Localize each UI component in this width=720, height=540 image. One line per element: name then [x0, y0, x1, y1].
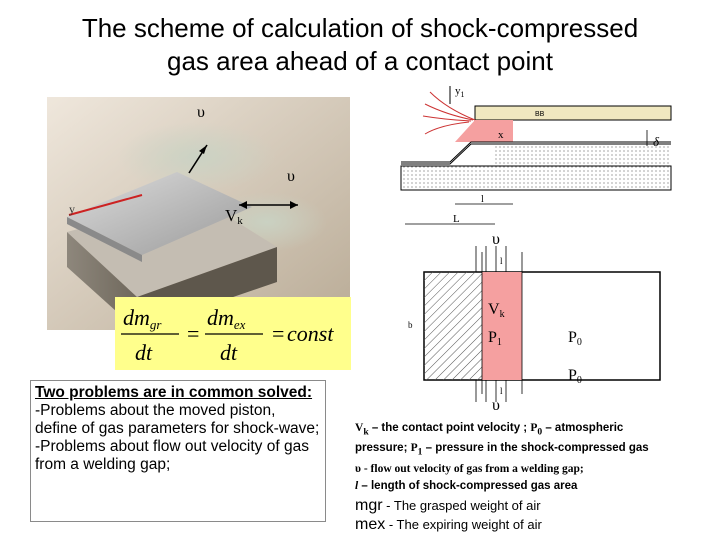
y-axis-label: y	[69, 202, 75, 216]
svg-text:dmgr: dmgr	[123, 305, 162, 332]
title-line-1: The scheme of calculation of shock-compr…	[81, 13, 639, 43]
shock-compressed-area	[482, 272, 522, 380]
svg-text:dmex: dmex	[207, 305, 246, 332]
weld-line	[68, 194, 143, 216]
shock-area	[455, 120, 513, 142]
p1-label: P1	[488, 329, 502, 348]
svg-text:=: =	[187, 321, 199, 346]
title-line-2: gas area ahead of a contact point	[167, 46, 553, 76]
welding-illustration: υ υ Vk y	[47, 97, 350, 330]
svg-text:x: x	[498, 129, 504, 141]
legend-text: Vk – the contact point velocity ; P0 – a…	[355, 420, 717, 535]
upper-plate	[474, 105, 672, 121]
mass-balance-formula: dmgr dt = dmex dt = const	[115, 297, 351, 370]
svg-text:const: const	[287, 321, 334, 346]
svg-text:dt: dt	[135, 340, 153, 365]
vk-label: Vk	[488, 301, 505, 320]
p0-label-outer: P0	[568, 367, 582, 386]
flyer-plate	[67, 172, 252, 255]
legend-line-3: υ - flow out velocity of gas from a weld…	[355, 462, 584, 475]
legend-mex: mex - The expiring weight of air	[355, 515, 542, 533]
contact-velocity-label: Vk	[225, 206, 243, 227]
legend-line-1: Vk – the contact point velocity ; P0 – a…	[355, 422, 624, 438]
flow-velocity-top: υ	[492, 232, 500, 248]
svg-text:y1: y1	[455, 85, 465, 99]
problems-text-box: Two problems are in common solved: -Prob…	[30, 380, 326, 522]
base-plate	[400, 165, 672, 191]
legend-line-2: pressure; P1 – pressure in the shock-com…	[355, 442, 649, 458]
plan-view-diagram: υ l l b Vk P1 P0 P0 υ	[408, 232, 661, 412]
svg-text:L: L	[453, 213, 460, 225]
smoke-cloud	[117, 122, 277, 192]
legend-mgr: mgr - The grasped weight of air	[355, 496, 541, 514]
welded-area	[424, 272, 482, 380]
flow-velocity-bottom: υ	[492, 397, 500, 412]
svg-text:l: l	[500, 256, 503, 266]
side-section-diagram: y1 BB x δ l L	[400, 85, 672, 225]
svg-text:b: b	[408, 320, 413, 330]
velocity-label-right: υ	[287, 168, 295, 185]
svg-text:l: l	[500, 386, 503, 396]
problems-heading: Two problems are in common solved:	[35, 384, 313, 401]
svg-text:BB: BB	[535, 111, 545, 118]
svg-text:dt: dt	[220, 340, 238, 365]
slide-title: The scheme of calculation of shock-compr…	[0, 12, 720, 78]
svg-text:=: =	[272, 321, 284, 346]
problem-2: -Problems about flow out velocity of gas…	[35, 438, 309, 473]
p0-label-inner: P0	[568, 329, 582, 348]
problem-1: -Problems about the moved piston, define…	[35, 402, 320, 437]
svg-text:δ: δ	[653, 134, 660, 149]
svg-text:l: l	[481, 194, 484, 205]
legend-line-4: l – length of shock-compressed gas area	[355, 479, 578, 492]
velocity-label-top: υ	[197, 104, 205, 121]
